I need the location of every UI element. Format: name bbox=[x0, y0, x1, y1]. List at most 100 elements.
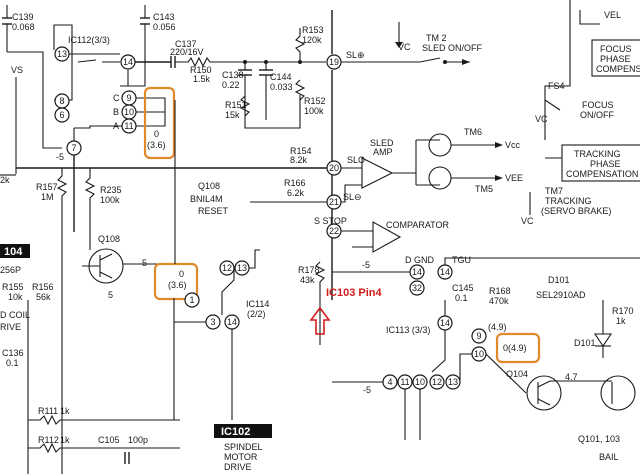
svg-text:FOCUS: FOCUS bbox=[582, 100, 614, 110]
svg-text:12: 12 bbox=[432, 377, 442, 387]
r168-resistor: R168 470k bbox=[489, 286, 511, 306]
svg-text:9: 9 bbox=[476, 331, 481, 341]
q101-transistor bbox=[550, 375, 636, 411]
comparator: COMPARATOR -5 bbox=[341, 220, 450, 270]
svg-text:(SERVO BRAKE): (SERVO BRAKE) bbox=[541, 206, 611, 216]
pin-13-ic113: 13 bbox=[445, 374, 461, 390]
svg-text:ON/OFF: ON/OFF bbox=[580, 110, 614, 120]
svg-text:R155: R155 bbox=[2, 282, 24, 292]
pin-21: 21 bbox=[326, 194, 342, 210]
svg-text:IC103 Pin4: IC103 Pin4 bbox=[326, 287, 383, 299]
svg-text:AMP: AMP bbox=[373, 147, 393, 157]
pin-19: 19 bbox=[326, 54, 342, 70]
svg-text:11: 11 bbox=[400, 377, 409, 387]
r150-resistor: R150 1.5k bbox=[175, 56, 247, 84]
svg-text:IC102: IC102 bbox=[221, 426, 250, 438]
sled-amp: SLED AMP bbox=[361, 138, 416, 189]
svg-text:14: 14 bbox=[412, 267, 422, 277]
svg-text:22: 22 bbox=[329, 226, 339, 236]
svg-text:100p: 100p bbox=[128, 435, 148, 445]
svg-text:IC113 (3/3): IC113 (3/3) bbox=[386, 325, 430, 335]
svg-text:R157: R157 bbox=[36, 182, 58, 192]
svg-text:220/16V: 220/16V bbox=[170, 47, 204, 57]
svg-text:9: 9 bbox=[126, 93, 131, 103]
svg-text:0: 0 bbox=[179, 269, 184, 279]
svg-text:256P: 256P bbox=[0, 265, 21, 275]
vel-label: VEL bbox=[544, 0, 621, 140]
d101-label: D101 SEL2910AD bbox=[536, 275, 586, 300]
tm7-switch: TM7 TRACKING (SERVO BRAKE) VC bbox=[521, 186, 611, 226]
svg-text:-5: -5 bbox=[363, 385, 371, 395]
pin-14-dgnd: 14 bbox=[409, 264, 425, 280]
svg-text:6: 6 bbox=[59, 110, 64, 120]
svg-text:FOCUS: FOCUS bbox=[600, 44, 632, 54]
svg-text:COMPARATOR: COMPARATOR bbox=[386, 220, 450, 230]
svg-text:(2/2): (2/2) bbox=[247, 309, 266, 319]
pin-10-b: 10 B bbox=[113, 104, 137, 120]
svg-text:R151: R151 bbox=[225, 100, 247, 110]
svg-text:R235: R235 bbox=[100, 185, 122, 195]
svg-text:-5: -5 bbox=[56, 152, 64, 162]
svg-text:(3.6): (3.6) bbox=[147, 140, 166, 150]
c137-capacitor: C137 220/16V bbox=[135, 39, 204, 68]
svg-text:VEL: VEL bbox=[604, 10, 621, 20]
highlight-box-1: 0 (3.6) bbox=[143, 86, 176, 160]
svg-text:R170: R170 bbox=[612, 306, 634, 316]
svg-text:120k: 120k bbox=[302, 35, 322, 45]
svg-text:1k: 1k bbox=[60, 406, 70, 416]
pin-3-ic114: 3 bbox=[205, 314, 221, 330]
svg-text:Q104: Q104 bbox=[506, 369, 528, 379]
svg-text:56k: 56k bbox=[36, 292, 51, 302]
c105-capacitor: C105 100p bbox=[98, 435, 148, 464]
svg-text:8.2k: 8.2k bbox=[290, 155, 308, 165]
svg-text:13: 13 bbox=[448, 377, 458, 387]
c143-capacitor: C143 0.056 bbox=[140, 5, 176, 57]
svg-text:D101: D101 bbox=[574, 338, 596, 348]
svg-text:0.1: 0.1 bbox=[455, 293, 468, 303]
svg-text:R166: R166 bbox=[284, 178, 306, 188]
svg-text:2k: 2k bbox=[0, 175, 10, 185]
svg-text:TM5: TM5 bbox=[475, 184, 493, 194]
svg-text:BAIL: BAIL bbox=[599, 452, 619, 462]
svg-text:6.2k: 6.2k bbox=[287, 188, 305, 198]
vc-arrow-top: VC bbox=[395, 22, 411, 52]
pin-7: 7 bbox=[66, 140, 82, 156]
svg-text:32: 32 bbox=[412, 283, 422, 293]
svg-text:SPINDEL: SPINDEL bbox=[224, 442, 263, 452]
pin-8: 8 bbox=[54, 93, 70, 109]
svg-text:TRACKING: TRACKING bbox=[574, 149, 621, 159]
pin-14: 14 bbox=[120, 54, 136, 70]
pin-14-ic113: 14 bbox=[437, 315, 453, 331]
pin-4-ic113: 4 bbox=[382, 374, 398, 390]
tm2-switch: TM 2 SLED ON/OFF bbox=[419, 33, 483, 65]
svg-text:19: 19 bbox=[329, 57, 339, 67]
svg-text:14: 14 bbox=[440, 318, 450, 328]
svg-text:104: 104 bbox=[4, 246, 23, 258]
pin-13: 13 bbox=[54, 46, 70, 62]
svg-text:C138: C138 bbox=[222, 70, 244, 80]
svg-text:(4.9): (4.9) bbox=[488, 322, 507, 332]
r154-resistor: R154 8.2k bbox=[290, 146, 312, 165]
svg-text:100k: 100k bbox=[100, 195, 120, 205]
svg-text:10: 10 bbox=[474, 349, 484, 359]
svg-text:B: B bbox=[113, 107, 119, 117]
svg-text:10: 10 bbox=[124, 107, 134, 117]
svg-text:IC112(3/3): IC112(3/3) bbox=[68, 35, 110, 45]
c138-capacitor: C138 0.22 bbox=[222, 62, 252, 120]
pin-12-ic114: 12 bbox=[219, 260, 235, 276]
svg-text:Vcc: Vcc bbox=[505, 140, 521, 150]
r157-resistor: R157 1M bbox=[36, 168, 68, 215]
svg-text:SLED: SLED bbox=[370, 138, 394, 148]
pin-32: 32 bbox=[409, 280, 425, 296]
svg-text:C: C bbox=[113, 93, 120, 103]
c144-capacitor: C144 0.033 bbox=[259, 62, 293, 120]
svg-text:14: 14 bbox=[440, 267, 450, 277]
r170-d101: R170 1k D101 bbox=[574, 300, 634, 358]
q101-103-label: Q101, 103 BAIL bbox=[578, 434, 620, 462]
pin-20: 20 bbox=[326, 160, 342, 176]
pin-10-ic113b: 10 bbox=[412, 374, 428, 390]
svg-text:PHASE: PHASE bbox=[600, 54, 631, 64]
q104-transistor: Q104 4.7 bbox=[485, 353, 578, 411]
svg-text:5: 5 bbox=[108, 290, 113, 300]
